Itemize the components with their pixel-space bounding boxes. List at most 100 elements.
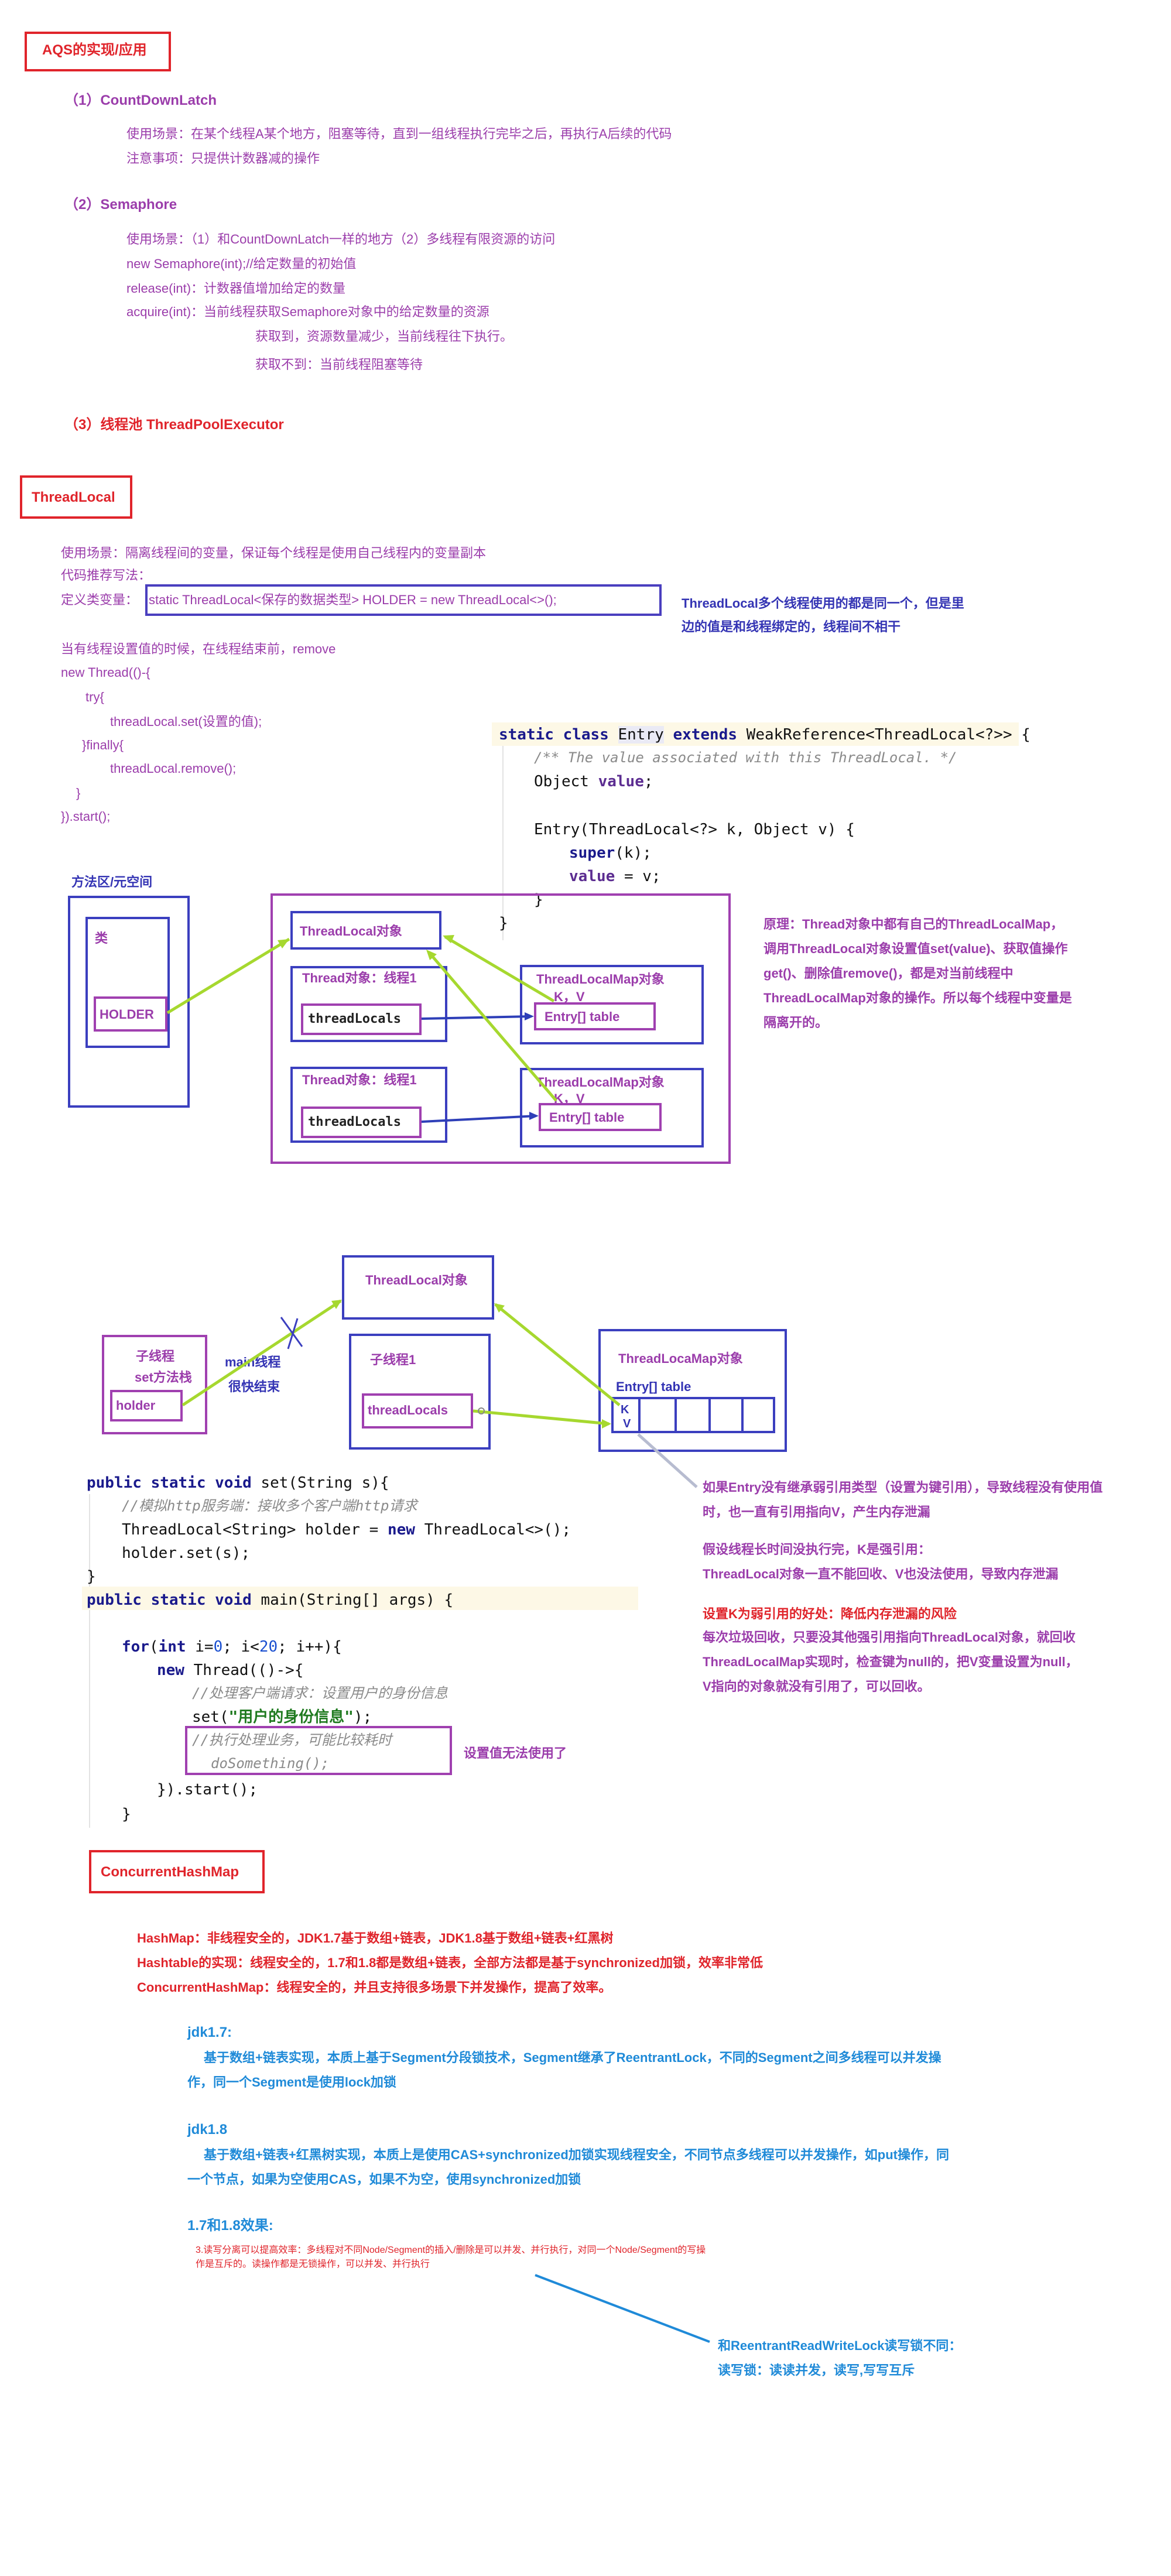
leak-holder-to-tl-arrowhead: [331, 1300, 342, 1309]
leak-holder-box: [110, 1390, 183, 1421]
entry-super-args: (k);: [615, 844, 652, 862]
for-d: ; i++){: [278, 1638, 342, 1656]
map2-k-to-tl-arrow: [427, 951, 557, 1102]
leak-threadlocals-to-map-arrowhead: [602, 1419, 611, 1429]
for-b: i=: [186, 1638, 214, 1656]
tl-line1: 使用场景：隔离线程间的变量，保证每个线程是使用自己线程内的变量副本: [61, 546, 487, 560]
tlmap1-entry-box: [534, 1002, 656, 1030]
note-c-title: 设置K为弱引用的好处：降低内存泄漏的风险: [703, 1606, 957, 1621]
for-int: int: [158, 1638, 186, 1656]
tl-line2: 代码推荐写法：: [61, 568, 152, 583]
set-sig-rest: set(String s){: [261, 1474, 389, 1492]
sem-line5: 获取到，资源数量减少，当前线程往下执行。: [255, 329, 513, 344]
tl-code3: threadLocal.set(设置的值);: [110, 714, 262, 729]
jdk18-line2: 一个节点，如果为空使用CAS，如果不为空，使用synchronized加锁: [187, 2172, 581, 2187]
set-comment: //模拟http服务端：接收多个客户端http请求: [122, 1498, 417, 1514]
threadlocal-title: ThreadLocal: [32, 489, 115, 505]
leak-cross-mark-2: [287, 1318, 299, 1349]
entry-code-ctor: Entry(ThreadLocal<?> k, Object v) {: [534, 821, 855, 838]
thread2-threadlocals-box: [301, 1107, 422, 1138]
leak-holder-label: holder: [116, 1398, 156, 1413]
entry-kw-extends: extends: [673, 726, 738, 744]
tl-set-line: 当有线程设置值的时候，在线程结束前，remove: [61, 642, 336, 656]
pool-heading: （3）线程池 ThreadPoolExecutor: [64, 417, 284, 433]
jdk18-title: jdk1.8: [187, 2122, 228, 2137]
main-end-label: 很快结束: [228, 1379, 280, 1394]
principle-line5: 隔离开的。: [763, 1015, 828, 1030]
jdk17-line2: 作，同一个Segment是使用lock加锁: [187, 2075, 396, 2089]
rw-line1: 和ReentrantReadWriteLock读写锁不同：: [718, 2338, 962, 2353]
tlmap1-label: ThreadLocalMap对象: [536, 972, 665, 986]
aqs-title: AQS的实现/应用: [42, 42, 147, 58]
leak-threadlocals-dot: [478, 1407, 485, 1414]
leak-entry-cell-3: [708, 1397, 711, 1433]
entry-class-name: Entry: [618, 726, 664, 744]
thread1-to-map-arrow: [421, 1015, 532, 1020]
chm-title: ConcurrentHashMap: [101, 1864, 239, 1880]
note-b-line1: 假设线程长时间没执行完，K是强引用：: [703, 1542, 931, 1557]
tl-code1: new Thread(()-{: [61, 665, 150, 680]
holder-label: HOLDER: [100, 1007, 154, 1022]
do-something-call: doSomething();: [211, 1755, 330, 1772]
leak-entry-cell-2: [674, 1397, 677, 1433]
tl-code2: try{: [85, 690, 104, 704]
note-b-line2: ThreadLocal对象一直不能回收、V也没法使用，导致内存泄漏: [703, 1567, 1059, 1581]
thread1-threadlocals-label: threadLocals: [308, 1012, 401, 1026]
cdl-line2: 注意事项：只提供计数器减的操作: [126, 151, 320, 166]
main-highlight: [82, 1587, 638, 1610]
leak-note-pointer: [637, 1433, 698, 1488]
tl-code6: }: [76, 786, 81, 800]
heap-box: [271, 893, 731, 1164]
thread2-box: [290, 1067, 447, 1143]
tl-object-box: [290, 911, 441, 950]
tl-define-box: [145, 584, 662, 616]
note-c-line2: ThreadLocalMap实现时，检查键为null的，把V变量设置为null，: [703, 1654, 1078, 1669]
entry-kw-static-class: static class: [499, 726, 609, 744]
main-close: }: [122, 1806, 131, 1823]
new-thread: new Thread(()->{: [157, 1663, 303, 1678]
principle-line2: 调用ThreadLocal对象设置值set(value)、获取值操作: [763, 941, 1068, 956]
thread1-threadlocals-box: [301, 1003, 422, 1035]
main-signature: public static void main(String[] args) {: [87, 1592, 453, 1608]
entry-code-highlight: [492, 722, 1019, 746]
method-area-label: 方法区/元空间: [71, 875, 153, 889]
main-sig-keywords: public static void: [87, 1591, 252, 1609]
tlmap1-entry-label: Entry[] table: [545, 1009, 620, 1024]
note-a-line2: 时，也一直有引用指向V，产生内存泄漏: [703, 1505, 930, 1519]
chm-line2: Hashtable的实现：线程安全的，1.7和1.8都是数组+链表，全部方法都是…: [137, 1955, 763, 1970]
child-thread1-label: 子线程1: [370, 1352, 416, 1367]
for-twenty: 20: [259, 1638, 278, 1656]
jdk17-title: jdk1.7:: [187, 2025, 232, 2040]
entry-assign-field: value: [569, 868, 615, 885]
main-set-call-str: "用户的身份信息": [228, 1708, 354, 1726]
new-thread-kw: new: [157, 1662, 184, 1679]
main-set-call-b: );: [353, 1708, 372, 1726]
chm-title-box: [89, 1850, 265, 1893]
tlmap1-kv: K，V: [554, 989, 585, 1004]
rw-line2: 读写锁：读读并发，读写,写写互斥: [718, 2363, 915, 2378]
tl-note1: ThreadLocal多个线程使用的都是同一个，但是里: [682, 596, 964, 611]
leak-threadlocals-label: threadLocals: [368, 1403, 448, 1417]
tlmap2-entry-box: [539, 1103, 662, 1131]
thread2-to-map-arrow: [421, 1115, 537, 1123]
leak-holder-to-tl-arrow: [182, 1299, 342, 1407]
sem-line2: new Semaphore(int);//给定数量的初始值: [126, 256, 357, 271]
main-comment1: //处理客户端请求：设置用户的身份信息: [192, 1685, 448, 1701]
thread2-label: Thread对象：线程1: [302, 1073, 417, 1087]
note-c-line3: V指向的对象就没有引用了，可以回收。: [703, 1679, 930, 1694]
child-thread-box: [102, 1335, 207, 1434]
leak-entry-cell-4: [741, 1397, 744, 1433]
entry-code-comment: /** The value associated with this Threa…: [534, 749, 957, 766]
map1-k-to-tl-arrowhead: [443, 935, 454, 943]
set-holder-decl-a: ThreadLocal<String> holder =: [122, 1521, 388, 1539]
holder-to-tl-arrowhead: [278, 939, 289, 948]
holder-box: [94, 996, 167, 1032]
tl-object-label: ThreadLocal对象: [300, 924, 402, 938]
main-set-call-a: set(: [192, 1708, 229, 1726]
sem-line6: 获取不到：当前线程阻塞等待: [255, 357, 423, 372]
principle-line3: get()、删除值remove()，都是对当前线程中: [763, 966, 1014, 981]
sem-line1: 使用场景：（1）和CountDownLatch一样的地方（2）多线程有限资源的访…: [126, 232, 556, 246]
set-close: }: [87, 1568, 96, 1585]
class-box: [85, 917, 170, 1048]
